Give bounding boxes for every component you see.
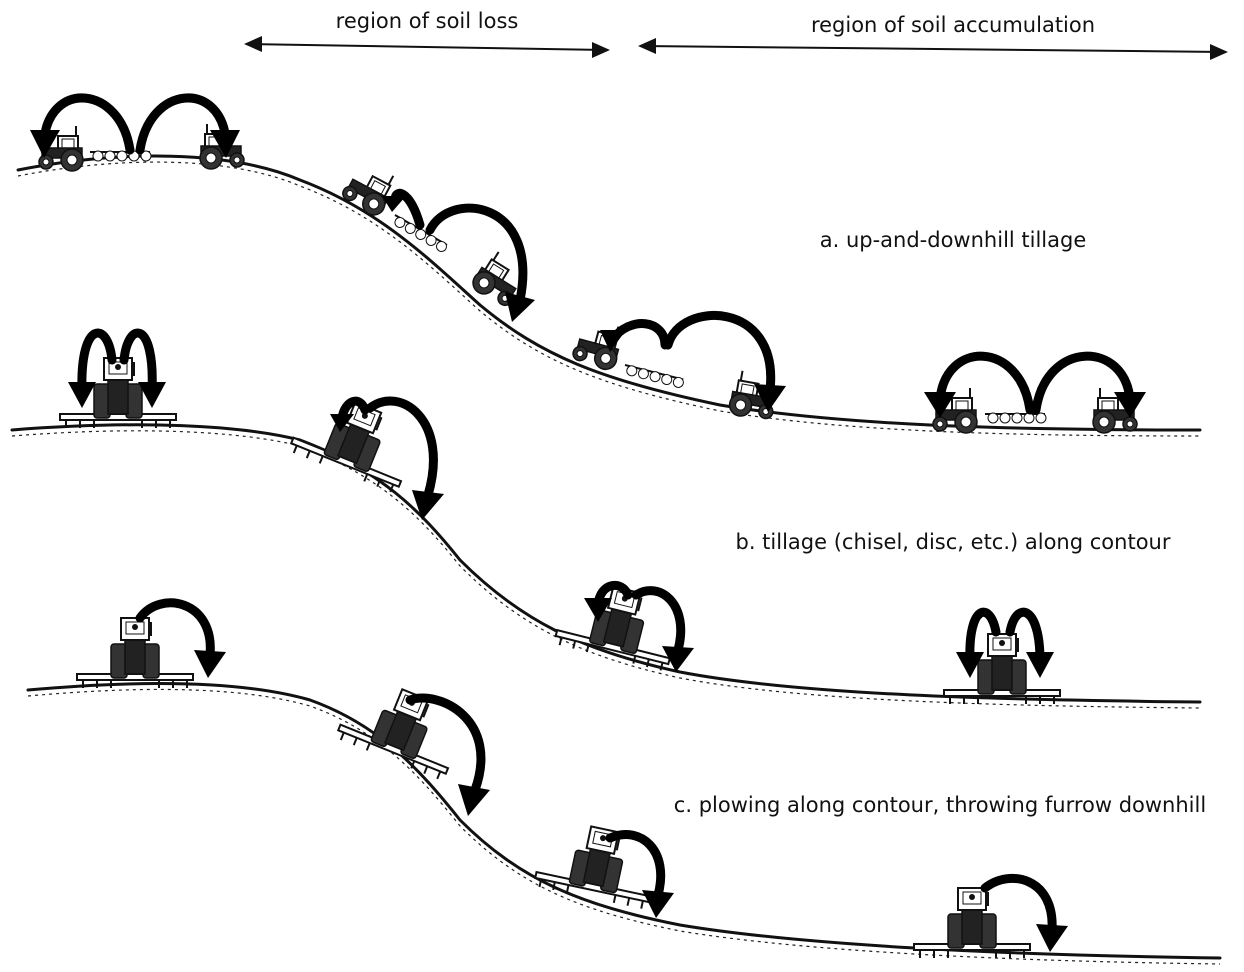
caption-c: c. plowing along contour, throwing furro… <box>674 793 1206 817</box>
hillslope-a <box>16 154 1202 432</box>
header: region of soil loss region of soil accum… <box>244 9 1228 60</box>
hillslope-c <box>26 681 1222 960</box>
soil-accumulation-region-arrow: region of soil accumulation <box>638 13 1228 60</box>
caption-a: a. up-and-downhill tillage <box>820 228 1087 252</box>
soil-loss-label: region of soil loss <box>336 9 519 33</box>
soil-loss-region-arrow: region of soil loss <box>244 9 610 58</box>
soil-accumulation-label: region of soil accumulation <box>811 13 1095 37</box>
panel-a: a. up-and-downhill tillage <box>16 93 1202 437</box>
caption-b: b. tillage (chisel, disc, etc.) along co… <box>736 530 1171 554</box>
panel-c: c. plowing along contour, throwing furro… <box>26 598 1222 965</box>
panel-b: b. tillage (chisel, disc, etc.) along co… <box>10 328 1202 709</box>
hillslope-b <box>10 423 1202 704</box>
